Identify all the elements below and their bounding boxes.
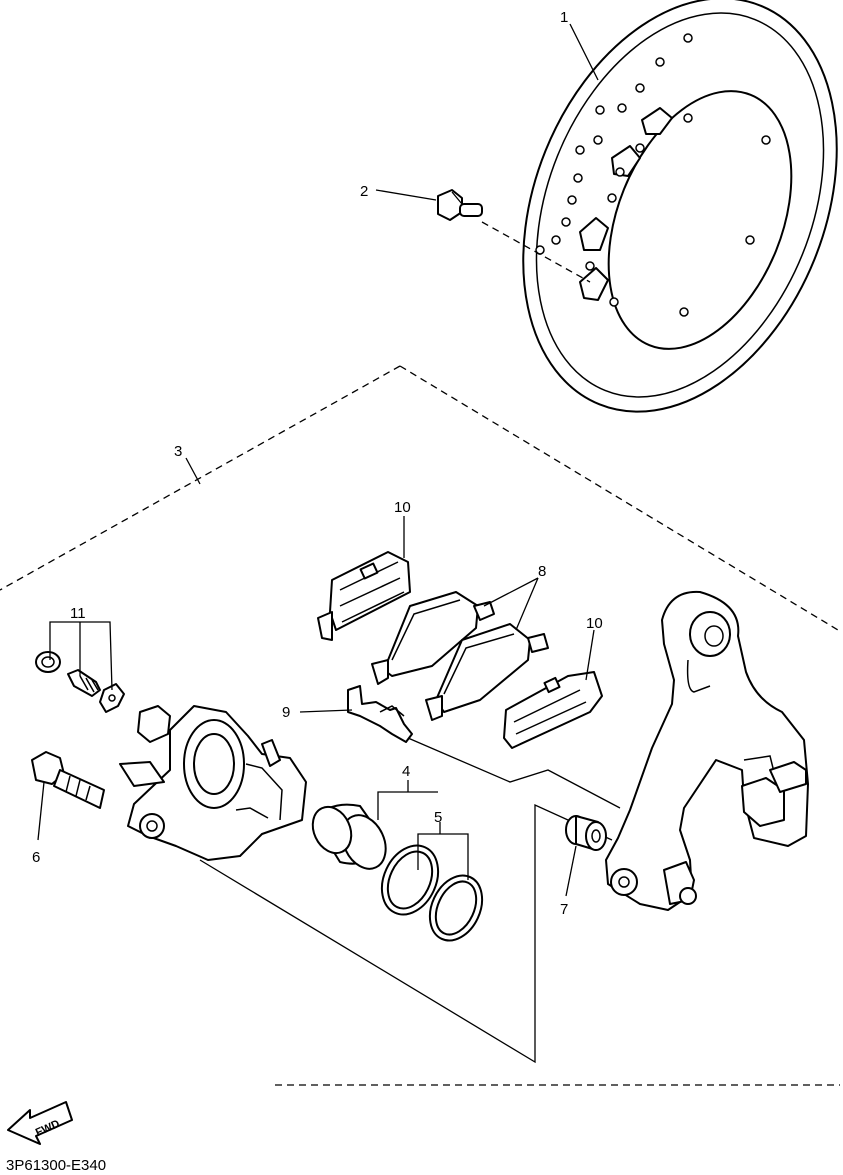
callout-10-lower: 10: [586, 615, 603, 632]
caliper-assembly-boundary: [399, 365, 839, 631]
fwd-arrow-icon: FWD: [7, 1101, 73, 1145]
callout-4: 4: [402, 763, 410, 780]
pad-spring: [347, 685, 413, 743]
callout-labels: 1 2 3 10 8 10 11 9 4 5 6 7: [32, 9, 603, 918]
disc-bolt: [437, 189, 483, 221]
callout-8: 8: [538, 563, 546, 580]
pad-shim-lower: [503, 671, 603, 749]
callout-1: 1: [560, 9, 568, 26]
callout-5: 5: [434, 809, 442, 826]
callout-7: 7: [560, 901, 568, 918]
brake-pad-front: [371, 591, 495, 685]
caliper-bolt: [31, 751, 105, 809]
bleed-screw-set: [35, 651, 125, 713]
callout-9: 9: [282, 704, 290, 721]
caliper-group-outline: [199, 803, 613, 1064]
caliper-piston: [311, 803, 387, 870]
rubber-boot: [565, 815, 607, 851]
bolt-alignment-line: [481, 221, 591, 283]
brake-pad-rear: [425, 623, 549, 721]
callout-2: 2: [360, 183, 368, 200]
seal-kit: [380, 844, 484, 942]
disc-holes: [535, 33, 771, 317]
callout-3: 3: [174, 443, 182, 460]
diagram-code: 3P61300-E340: [6, 1157, 106, 1174]
brake-disc: [522, 0, 838, 413]
callout-10-upper: 10: [394, 499, 411, 516]
leader-lines: [37, 23, 599, 897]
caliper-bracket: [605, 590, 809, 911]
caliper-body: [119, 705, 307, 861]
pad-shim-upper: [317, 551, 411, 641]
callout-6: 6: [32, 849, 40, 866]
callout-11: 11: [70, 605, 86, 622]
